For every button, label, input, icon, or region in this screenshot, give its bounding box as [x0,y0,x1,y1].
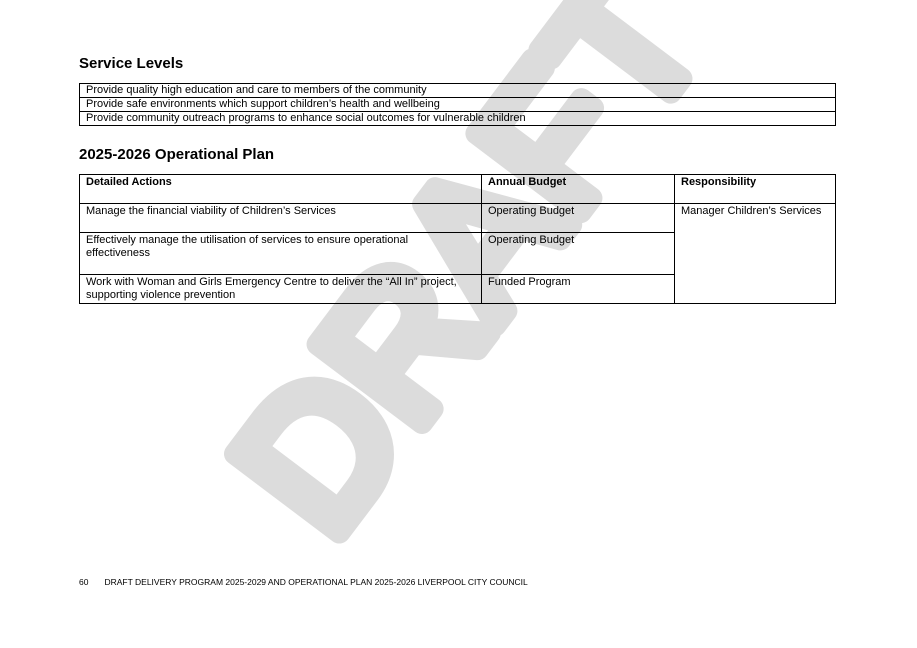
budget-cell: Funded Program [481,274,675,304]
page-number: 60 [79,577,89,587]
service-level-cell: Provide community outreach programs to e… [79,111,836,126]
service-levels-table: Provide quality high education and care … [79,83,836,126]
table-row: Work with Woman and Girls Emergency Cent… [79,274,836,304]
operational-plan-table: Detailed Actions Annual Budget Responsib… [79,174,836,304]
table-row: Effectively manage the utilisation of se… [79,232,836,275]
column-header-responsibility: Responsibility [674,174,836,204]
table-row: Manage the financial viability of Childr… [79,203,836,304]
table-header-row: Detailed Actions Annual Budget Responsib… [79,174,836,204]
action-cell: Effectively manage the utilisation of se… [79,232,482,275]
column-header-detailed-actions: Detailed Actions [79,174,482,204]
table-row: Provide quality high education and care … [79,83,836,98]
action-cell: Manage the financial viability of Childr… [79,203,482,233]
action-cell: Work with Woman and Girls Emergency Cent… [79,274,482,304]
table-row: Provide community outreach programs to e… [79,111,836,126]
service-level-cell: Provide quality high education and care … [79,83,836,98]
operational-plan-heading: 2025-2026 Operational Plan [79,146,275,163]
table-row: Provide safe environments which support … [79,97,836,112]
service-levels-heading: Service Levels [79,55,184,72]
budget-cell: Operating Budget [481,203,675,233]
responsibility-cell: Manager Children’s Services [674,203,836,304]
footer-title: DRAFT DELIVERY PROGRAM 2025-2029 AND OPE… [104,577,528,587]
page-footer: 60 DRAFT DELIVERY PROGRAM 2025-2029 AND O… [79,577,528,587]
column-header-annual-budget: Annual Budget [481,174,675,204]
service-level-cell: Provide safe environments which support … [79,97,836,112]
budget-cell: Operating Budget [481,232,675,275]
